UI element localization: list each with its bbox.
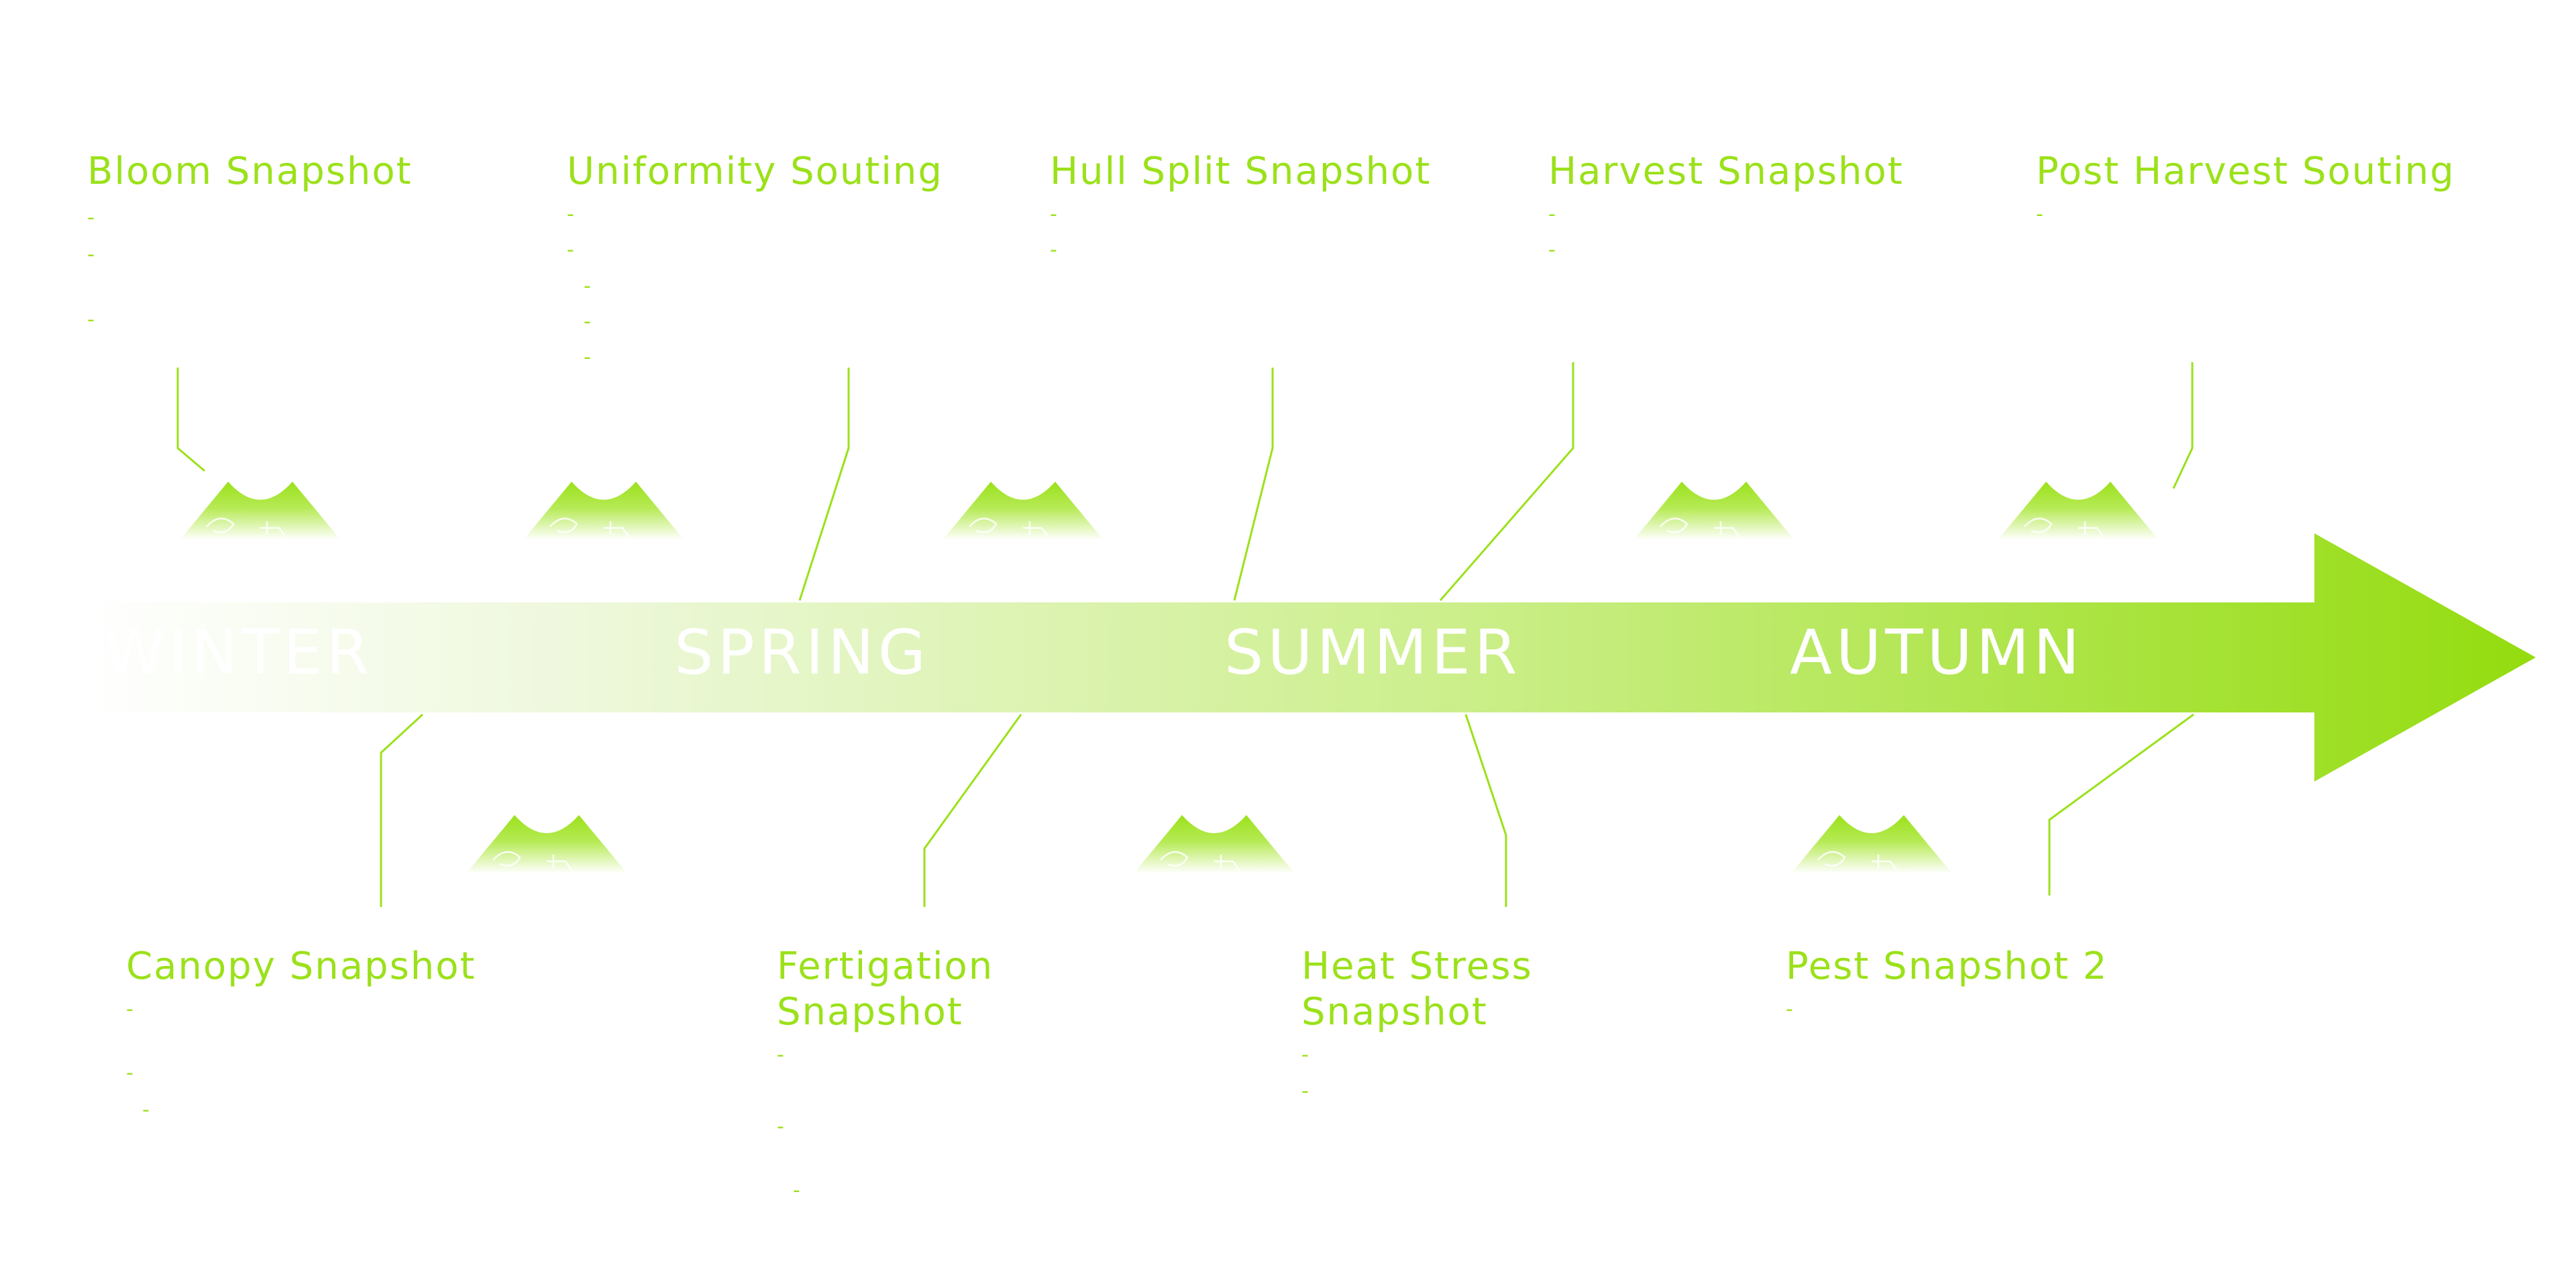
tree-mound-icon — [1633, 482, 1794, 540]
season-label-winter: WINTER — [104, 616, 374, 688]
season-arrow — [80, 533, 2536, 782]
stage-bullet: - — [1301, 1043, 1309, 1067]
stage-pest-snapshot-2: Pest Snapshot 2 — [1786, 944, 2108, 989]
tree-mound-icon — [1134, 815, 1295, 873]
stage-bullet: - — [1548, 203, 1556, 226]
stage-bullet: - — [777, 1043, 784, 1067]
stage-bullet: - — [567, 203, 574, 226]
tree-mound-icon — [1998, 482, 2159, 540]
stage-bullet: - — [87, 308, 95, 331]
connector-hull-split — [1233, 368, 1274, 601]
stage-bullet: - — [1050, 203, 1057, 226]
stage-title: Post Harvest Souting — [2036, 150, 2455, 193]
stage-bullet: - — [1050, 238, 1057, 262]
connector-canopy — [380, 713, 424, 907]
tree-mound-icon — [943, 482, 1104, 540]
stage-bullet: - — [142, 1098, 150, 1122]
connector-bloom — [176, 368, 205, 472]
stage-bloom-snapshot: Bloom Snapshot — [87, 149, 413, 195]
tree-mound-icon — [180, 482, 341, 540]
stage-bullet: - — [793, 1179, 800, 1202]
tree-mound-icon — [523, 482, 684, 540]
stage-bullet: - — [777, 1115, 784, 1138]
tree-mound-icon — [466, 815, 627, 873]
stage-title: Hull Split Snapshot — [1050, 150, 1432, 193]
stage-bullet: - — [1786, 998, 1793, 1021]
stage-bullet: - — [567, 238, 574, 262]
stage-title: Canopy Snapshot — [126, 945, 476, 988]
stage-canopy-snapshot: Canopy Snapshot — [126, 944, 476, 989]
connector-heat-stress — [1464, 714, 1507, 907]
connector-harvest — [1439, 362, 1574, 601]
stage-title: Bloom Snapshot — [87, 150, 413, 193]
stage-bullet: - — [1548, 238, 1556, 262]
stage-bullet: - — [2036, 203, 2043, 226]
stage-post-harvest-souting: Post Harvest Souting — [2036, 149, 2455, 195]
stage-bullet: - — [87, 206, 95, 229]
season-label-summer: SUMMER — [1224, 616, 1521, 688]
stage-bullet: - — [87, 243, 95, 266]
stage-harvest-snapshot: Harvest Snapshot — [1548, 149, 1904, 195]
season-label-autumn: AUTUMN — [1790, 616, 2084, 688]
stage-bullet: - — [126, 1061, 133, 1085]
stage-title: Heat Stress Snapshot — [1301, 945, 1533, 1034]
connector-post-harvest — [2172, 362, 2194, 489]
stage-uniformity-souting: Uniformity Souting — [567, 149, 943, 195]
tree-mound-icon — [1791, 815, 1952, 873]
stage-bullet: - — [126, 998, 133, 1021]
stage-title: Uniformity Souting — [567, 150, 943, 193]
stage-title: Fertigation Snapshot — [777, 945, 994, 1034]
connector-uniformity — [798, 368, 850, 601]
connector-pest — [2048, 713, 2194, 896]
connector-fertigation — [923, 714, 1022, 907]
stage-title: Pest Snapshot 2 — [1786, 945, 2108, 988]
stage-bullet: - — [584, 274, 591, 298]
stage-bullet: - — [584, 345, 591, 369]
season-label-spring: SPRING — [674, 616, 930, 688]
stage-bullet: - — [1301, 1079, 1309, 1103]
stage-heat-stress-snapshot: Heat Stress Snapshot — [1301, 944, 1583, 1035]
stage-bullet: - — [584, 310, 591, 333]
stage-title: Harvest Snapshot — [1548, 150, 1904, 193]
stage-fertigation-snapshot: Fertigation Snapshot — [777, 944, 1059, 1035]
stage-hull-split-snapshot: Hull Split Snapshot — [1050, 149, 1431, 195]
